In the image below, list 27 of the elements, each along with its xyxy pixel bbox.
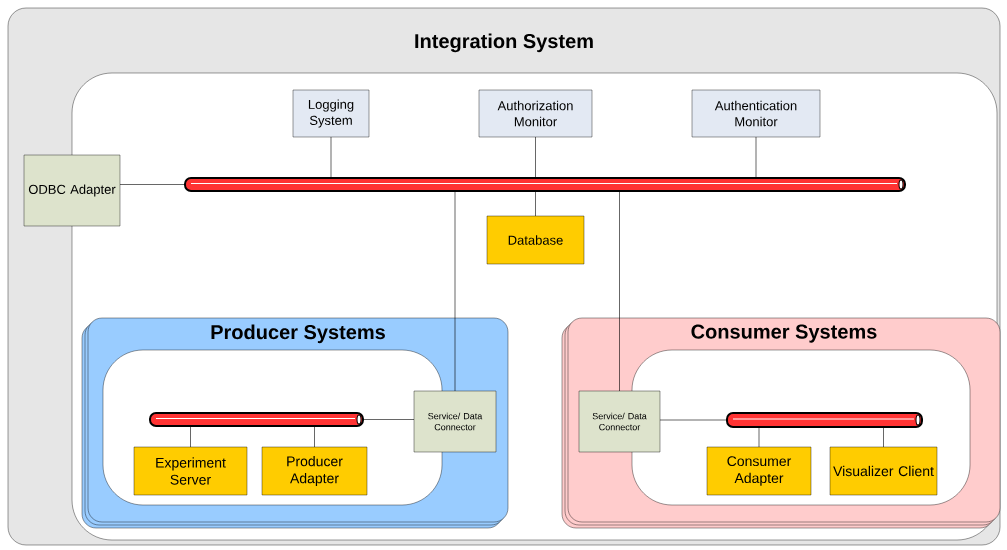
connector-line — [362, 419, 415, 420]
connector-line — [314, 425, 315, 448]
connector-line — [190, 425, 191, 448]
component-box: Producer Adapter — [261, 446, 368, 496]
connector-box: Service/ Data Connector — [413, 390, 497, 453]
component-box: Consumer Adapter — [706, 446, 812, 496]
component-box: Authorization Monitor — [478, 89, 593, 138]
component-box: Experiment Server — [133, 446, 248, 496]
connector-line — [535, 190, 536, 217]
component-box: Authentication Monitor — [691, 89, 821, 138]
connector-line — [330, 136, 332, 179]
bus-pipe — [149, 412, 364, 427]
connector-line — [659, 419, 728, 421]
connector-line — [755, 136, 757, 179]
connector-line — [758, 426, 760, 448]
connector-line — [883, 426, 884, 448]
component-box: Database — [486, 215, 585, 265]
connector-line — [119, 184, 186, 185]
component-box: Logging System — [292, 89, 370, 138]
component-box: ODBC Adapter — [23, 154, 121, 227]
component-box: Visualizer Client — [829, 446, 938, 496]
connector-line — [619, 190, 620, 392]
bus-pipe — [184, 177, 906, 192]
connector-line — [535, 136, 536, 179]
bus-pipe — [726, 412, 923, 428]
connector-box: Service/ Data Connector — [578, 390, 661, 453]
connector-line — [454, 190, 456, 392]
